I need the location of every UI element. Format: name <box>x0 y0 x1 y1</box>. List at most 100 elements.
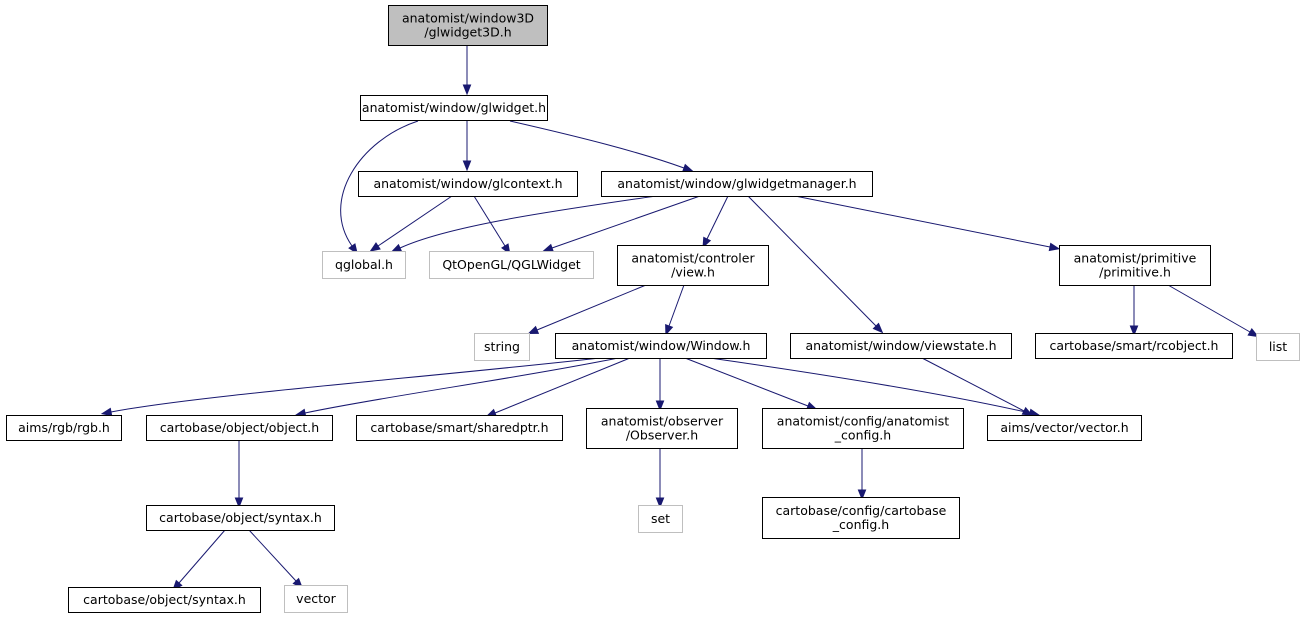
edge-line <box>551 195 701 249</box>
node-label: anatomist/window/glcontext.h <box>373 176 562 191</box>
edge-line <box>921 357 1025 412</box>
node-box <box>358 171 578 197</box>
node-viewstate[interactable]: anatomist/window/viewstate.h <box>790 333 1012 359</box>
edge-line <box>248 529 297 582</box>
edge-line <box>509 120 685 169</box>
node-box <box>617 245 769 286</box>
edge-glwidgetmanager-to-viewstate <box>747 195 884 334</box>
edge-objsyntax-to-objsyntax2 <box>172 529 226 591</box>
node-sharedptr[interactable]: cartobase/smart/sharedptr.h <box>356 415 563 441</box>
edge-window-to-anaconfig <box>684 357 818 410</box>
node-box <box>360 95 548 121</box>
edge-window-to-object <box>294 357 619 418</box>
edge-arrowhead <box>1247 327 1259 338</box>
node-rcobject[interactable]: cartobase/smart/rcobject.h <box>1035 333 1233 359</box>
edge-line <box>473 195 506 247</box>
edge-line <box>494 357 631 414</box>
edge-line <box>110 357 601 413</box>
nodes-layer: anatomist/window3D/glwidget3D.hanatomist… <box>6 5 1300 613</box>
node-glwidget3d[interactable]: anatomist/window3D/glwidget3D.h <box>388 5 548 46</box>
node-glwidgetmanager[interactable]: anatomist/window/glwidgetmanager.h <box>601 171 873 197</box>
edge-arrowhead <box>527 325 540 334</box>
node-label: anatomist/window/Window.h <box>572 338 751 353</box>
node-window[interactable]: anatomist/window/Window.h <box>555 333 767 359</box>
node-label: cartobase/config/cartobase <box>776 503 947 518</box>
node-vector_h[interactable]: aims/vector/vector.h <box>987 415 1142 441</box>
edge-line <box>536 284 647 331</box>
edge-arrowhead <box>665 324 674 336</box>
edge-line <box>399 195 657 249</box>
edge-object-to-objsyntax <box>234 440 244 509</box>
node-box <box>322 251 406 279</box>
node-box <box>356 415 563 441</box>
edge-view-to-string <box>527 284 647 334</box>
edge-window-to-sharedptr <box>485 357 631 417</box>
node-label: cartobase/object/object.h <box>160 420 319 435</box>
node-objsyntax[interactable]: cartobase/object/syntax.h <box>146 505 335 531</box>
node-primitive[interactable]: anatomist/primitive/primitive.h <box>1059 245 1211 286</box>
edge-line <box>709 357 1031 414</box>
node-cbconfig[interactable]: cartobase/config/cartobase_config.h <box>762 497 960 539</box>
edge-line <box>304 357 619 414</box>
node-set: set <box>638 505 683 533</box>
node-label: string <box>484 339 520 354</box>
node-box <box>146 505 335 531</box>
edge-arrowhead <box>655 497 665 509</box>
node-qglwidget: QtOpenGL/QGLWidget <box>429 251 594 279</box>
node-box <box>284 585 348 613</box>
node-label: cartobase/smart/sharedptr.h <box>370 420 548 435</box>
node-label: anatomist/config/anatomist <box>777 414 949 429</box>
node-glwidget[interactable]: anatomist/window/glwidget.h <box>360 95 548 121</box>
edge-glwidgetmanager-to-qglobal <box>390 195 657 253</box>
node-label: set <box>651 511 670 526</box>
node-label: QtOpenGL/QGLWidget <box>442 257 580 272</box>
node-label: /primitive.h <box>1099 265 1171 280</box>
node-box <box>586 408 738 449</box>
node-view[interactable]: anatomist/controler/view.h <box>617 245 769 286</box>
node-rgb[interactable]: aims/rgb/rgb.h <box>6 415 122 441</box>
node-objsyntax2[interactable]: cartobase/object/syntax.h <box>68 587 261 613</box>
node-box <box>474 333 530 361</box>
node-box <box>555 333 767 359</box>
edge-arrowhead <box>872 322 884 334</box>
node-label: list <box>1269 339 1287 354</box>
node-label: anatomist/window/glwidgetmanager.h <box>617 176 856 191</box>
node-label: _config.h <box>834 428 891 443</box>
edge-objsyntax-to-vector_std <box>248 529 304 589</box>
node-label: anatomist/window3D <box>402 11 534 26</box>
edge-line <box>377 195 453 247</box>
node-observer[interactable]: anatomist/observer/Observer.h <box>586 408 738 449</box>
edge-line <box>178 529 226 584</box>
node-box <box>68 587 261 613</box>
node-box <box>601 171 873 197</box>
node-label: cartobase/smart/rcobject.h <box>1050 338 1219 353</box>
edge-primitive-to-rcobject <box>1129 285 1139 337</box>
edges-layer <box>100 45 1259 591</box>
edge-window-to-observer <box>655 358 665 412</box>
node-box <box>388 5 548 46</box>
edge-glwidget-to-glwidgetmanager <box>509 120 694 172</box>
node-object[interactable]: cartobase/object/object.h <box>146 415 333 441</box>
edge-arrowhead <box>369 242 381 252</box>
node-label: anatomist/controler <box>631 251 755 266</box>
node-label: vector <box>296 591 337 606</box>
node-label: cartobase/object/syntax.h <box>83 592 246 607</box>
edge-line <box>1167 284 1251 333</box>
edge-arrowhead <box>1048 242 1061 252</box>
edge-viewstate-to-vector_h <box>921 357 1034 416</box>
edge-arrowhead <box>542 243 554 252</box>
edge-view-to-window <box>665 284 685 336</box>
node-glcontext[interactable]: anatomist/window/glcontext.h <box>358 171 578 197</box>
edge-arrowhead <box>702 236 712 249</box>
node-label: anatomist/window/glwidget.h <box>362 100 546 115</box>
node-anaconfig[interactable]: anatomist/config/anatomist_config.h <box>762 408 964 449</box>
node-box <box>762 408 964 449</box>
edge-line <box>668 284 685 327</box>
edge-line <box>794 195 1051 248</box>
node-label: qglobal.h <box>335 257 393 272</box>
node-box <box>762 497 960 539</box>
node-list: list <box>1256 333 1300 361</box>
node-label: _config.h <box>832 517 889 532</box>
node-label: anatomist/observer <box>601 414 724 429</box>
node-qglobal: qglobal.h <box>322 251 406 279</box>
